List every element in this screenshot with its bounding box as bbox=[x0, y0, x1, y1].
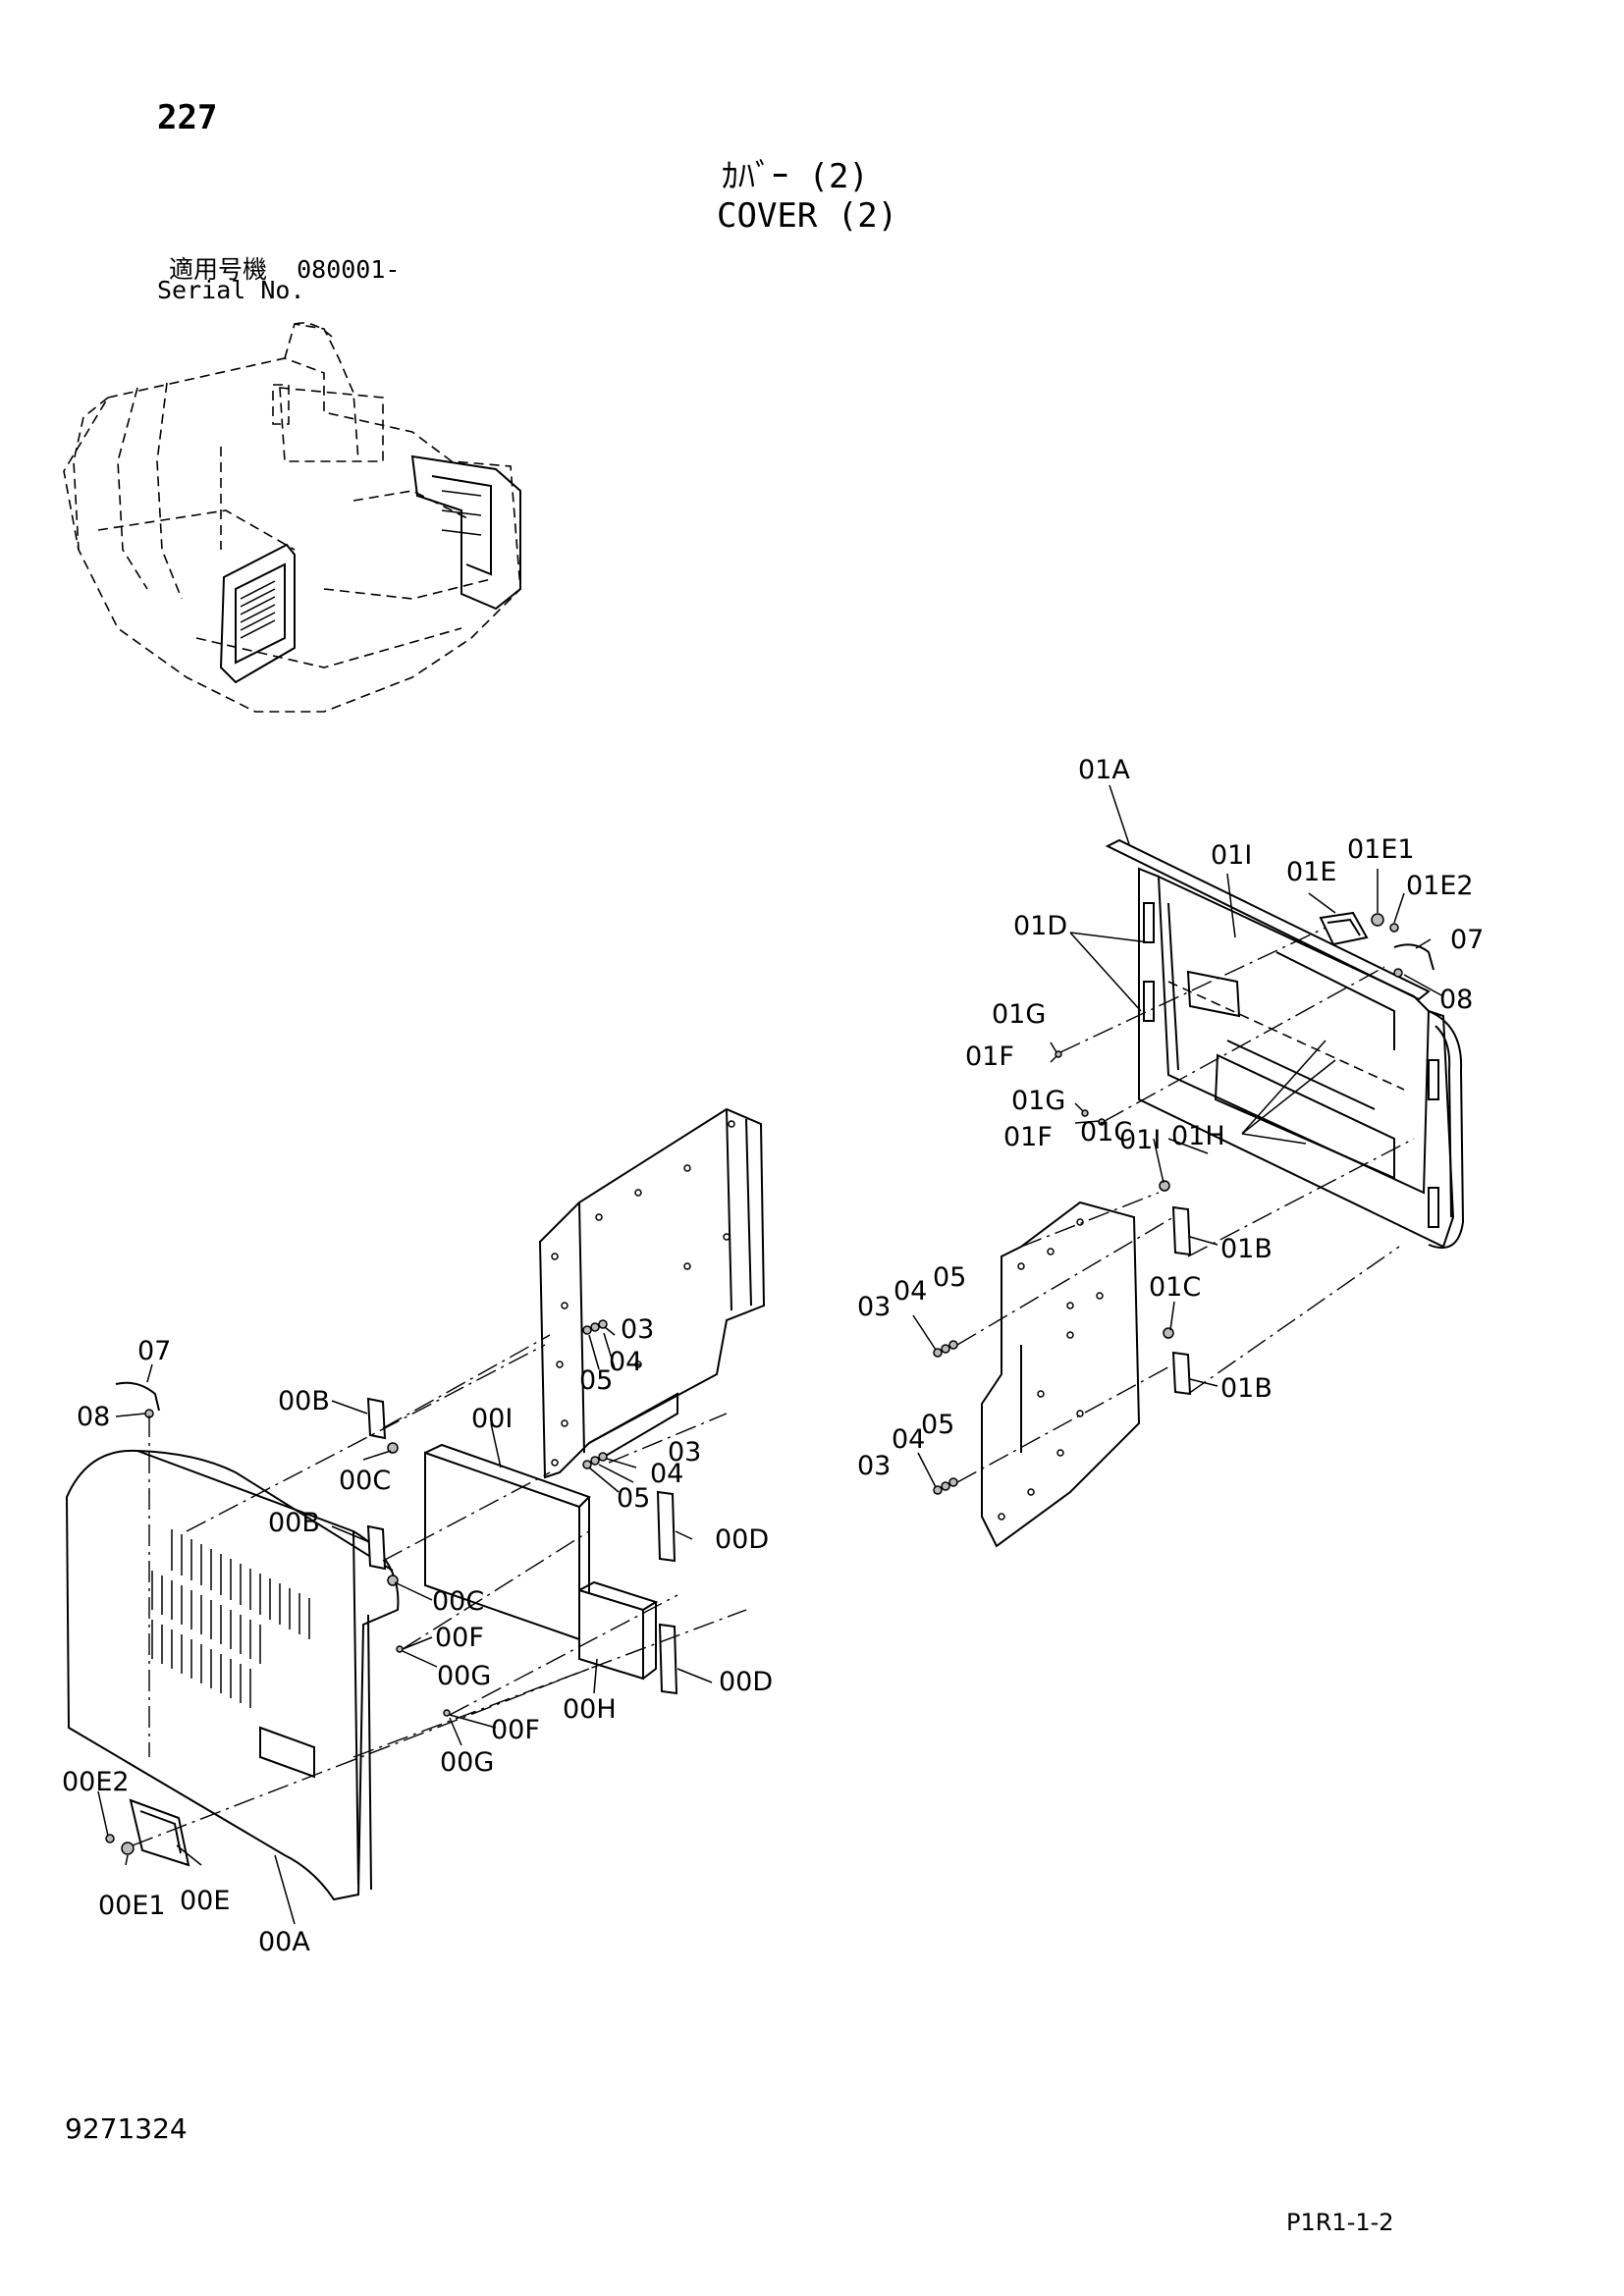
callout-01D: 01D bbox=[1013, 911, 1067, 941]
left-assembly-leaders bbox=[97, 1326, 747, 1925]
callout-08: 08 bbox=[77, 1402, 110, 1432]
callout-01B: 01B bbox=[1220, 1234, 1272, 1264]
page-code: P1R1-1-2 bbox=[1286, 2209, 1394, 2236]
page-number: 227 bbox=[157, 98, 218, 137]
middle-frame-panel bbox=[538, 1107, 766, 1479]
title-english: COVER (2) bbox=[717, 196, 898, 236]
callout-01H: 01H bbox=[1171, 1121, 1225, 1151]
callout-00E2: 00E2 bbox=[62, 1767, 130, 1797]
title-japanese: ｶﾊﾞｰ (2) bbox=[722, 157, 869, 196]
callout-03: 03 bbox=[857, 1451, 891, 1481]
callout-01C: 01C bbox=[1149, 1272, 1201, 1303]
callout-08: 08 bbox=[1439, 985, 1473, 1015]
serial-label-japanese: 適用号機 080001- bbox=[169, 255, 401, 284]
callout-00E1: 00E1 bbox=[98, 1891, 166, 1921]
callout-00A: 00A bbox=[258, 1927, 310, 1957]
document-number: 9271324 bbox=[65, 2112, 188, 2145]
callout-00F: 00F bbox=[491, 1715, 540, 1745]
callout-01C: 01C bbox=[1080, 1117, 1132, 1148]
callout-00H: 00H bbox=[563, 1694, 617, 1725]
callout-04: 04 bbox=[609, 1347, 642, 1377]
right-cover-assembly bbox=[933, 838, 1465, 1548]
callout-01E1: 01E1 bbox=[1347, 834, 1415, 865]
callout-03: 03 bbox=[857, 1292, 891, 1322]
machine-overview bbox=[63, 322, 521, 713]
callout-labels: 01A 01I 01E 01E1 01E2 01D 07 08 01G 01F … bbox=[62, 755, 1484, 1957]
callout-07: 07 bbox=[137, 1336, 171, 1366]
serial-label-english: Serial No. bbox=[157, 276, 305, 304]
callout-07: 07 bbox=[1450, 925, 1484, 955]
callout-05: 05 bbox=[921, 1410, 954, 1440]
callout-03: 03 bbox=[668, 1437, 701, 1468]
callout-05: 05 bbox=[617, 1483, 650, 1514]
callout-00C: 00C bbox=[339, 1466, 391, 1496]
callout-01A: 01A bbox=[1078, 755, 1130, 785]
callout-01F: 01F bbox=[965, 1041, 1014, 1072]
callout-01E: 01E bbox=[1286, 857, 1336, 887]
callout-00E: 00E bbox=[180, 1886, 230, 1916]
callout-01G: 01G bbox=[992, 999, 1046, 1030]
callout-00B: 00B bbox=[268, 1508, 320, 1538]
callout-00B: 00B bbox=[278, 1386, 330, 1416]
callout-01B: 01B bbox=[1220, 1373, 1272, 1404]
callout-03: 03 bbox=[621, 1314, 654, 1345]
callout-00I: 00I bbox=[471, 1404, 513, 1434]
callout-01E2: 01E2 bbox=[1406, 871, 1474, 901]
callout-04: 04 bbox=[650, 1459, 683, 1489]
callout-01I: 01I bbox=[1211, 840, 1252, 871]
left-cover-assembly bbox=[65, 1381, 678, 1901]
callout-04: 04 bbox=[893, 1276, 927, 1307]
callout-00G: 00G bbox=[440, 1747, 494, 1778]
callout-01F: 01F bbox=[1003, 1122, 1053, 1152]
callout-00D: 00D bbox=[715, 1524, 769, 1555]
overview-highlight-covers bbox=[219, 454, 521, 684]
callout-04: 04 bbox=[892, 1424, 925, 1455]
right-assembly-leaders bbox=[912, 784, 1444, 1488]
callout-00G: 00G bbox=[437, 1661, 491, 1691]
callout-01I: 01I bbox=[1119, 1125, 1161, 1155]
callout-00C: 00C bbox=[432, 1586, 484, 1617]
callout-00F: 00F bbox=[435, 1623, 484, 1653]
callout-01G: 01G bbox=[1011, 1086, 1065, 1116]
callout-00D: 00D bbox=[719, 1667, 773, 1697]
callout-05: 05 bbox=[933, 1262, 966, 1293]
callout-05: 05 bbox=[579, 1365, 613, 1396]
